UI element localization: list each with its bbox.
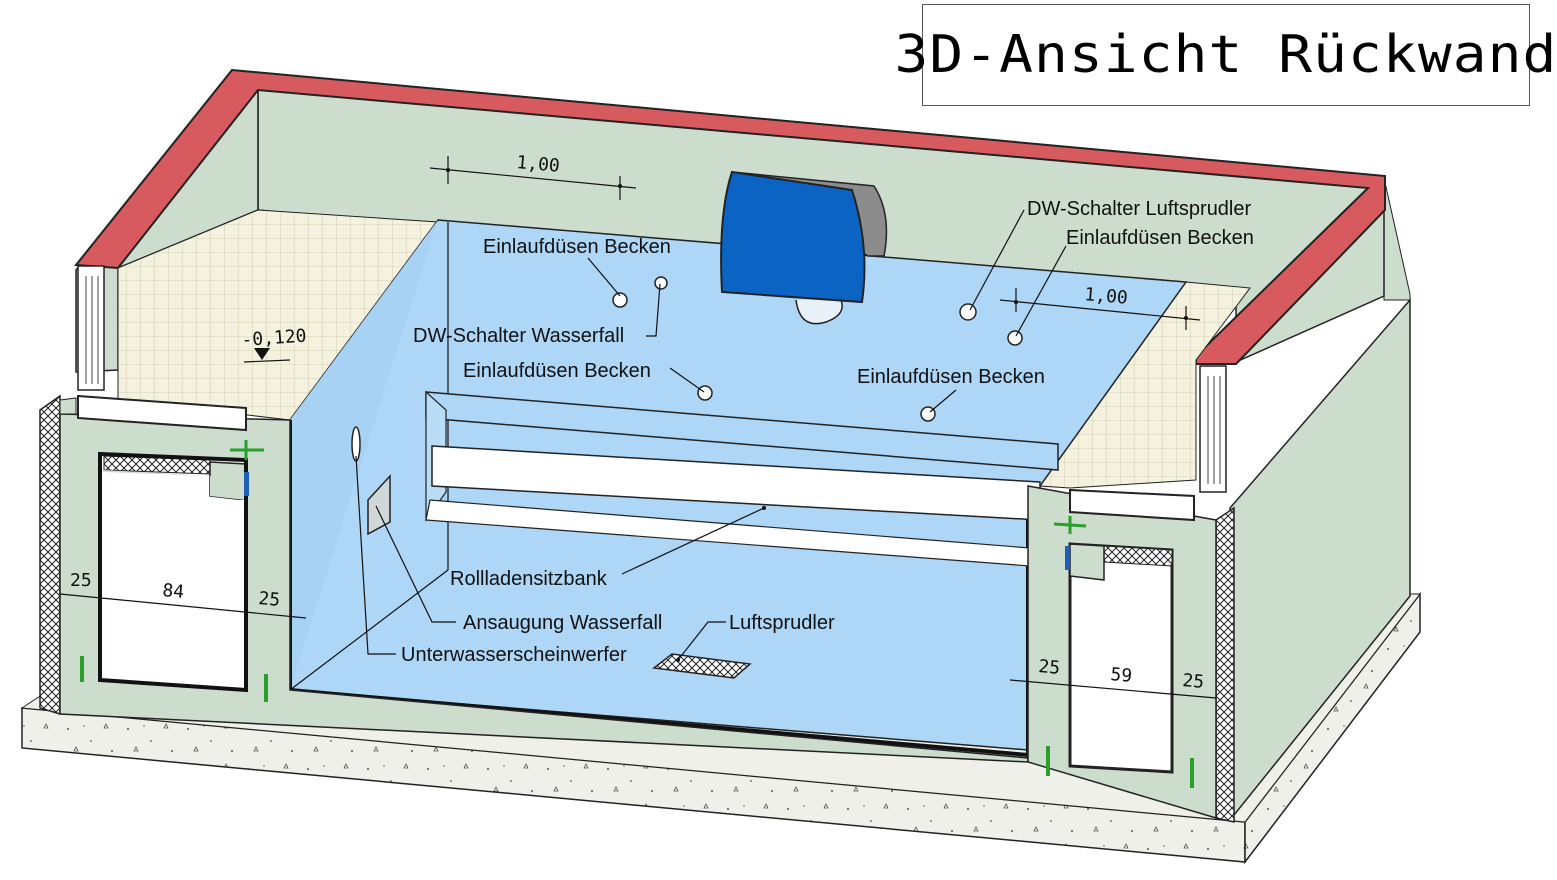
underwater-light-icon xyxy=(351,426,361,462)
dim-right-chamber: 59 xyxy=(1110,664,1133,687)
rollladen-bench xyxy=(425,390,1059,567)
label-dw-schalter-wasserfall: DW-Schalter Wasserfall xyxy=(413,325,624,347)
dim-right-wall-1: 25 xyxy=(1038,656,1061,679)
label-unterwasserscheinwerfer: Unterwasserscheinwerfer xyxy=(401,644,627,666)
right-section-wall xyxy=(1027,485,1235,823)
label-einlaufduesen-1: Einlaufdüsen Becken xyxy=(483,236,671,258)
level-label: -0,120 xyxy=(241,326,307,351)
nozzles xyxy=(612,276,1023,422)
nozzle-icon xyxy=(1007,330,1023,346)
dim-line-left-section xyxy=(59,593,307,619)
suction-grate-icon xyxy=(367,474,391,536)
leader-lines xyxy=(355,209,1067,662)
title-box: 3D-Ansicht Rückwand xyxy=(895,4,1556,106)
dim-left-wall-1: 25 xyxy=(70,570,92,591)
nozzle-icon xyxy=(612,292,628,308)
label-einlaufduesen-2: Einlaufdüsen Becken xyxy=(463,360,651,382)
left-chamber-outline xyxy=(98,451,248,693)
dim-label-top-left: 1,00 xyxy=(516,152,561,177)
level-marker xyxy=(243,348,291,363)
window-left xyxy=(77,265,105,391)
nozzle-icon xyxy=(654,276,668,290)
dim-line-top-left xyxy=(429,156,637,200)
label-einlaufduesen-3: Einlaufdüsen Becken xyxy=(1066,227,1254,249)
label-dw-schalter-luftsprudler: DW-Schalter Luftsprudler xyxy=(1027,198,1252,220)
label-ansaugung-wasserfall: Ansaugung Wasserfall xyxy=(463,612,662,634)
label-rollladensitzbank: Rollladensitzbank xyxy=(450,568,608,590)
dim-label-top-right: 1,00 xyxy=(1084,284,1129,309)
nozzle-icon xyxy=(959,303,977,321)
label-luftsprudler: Luftsprudler xyxy=(729,612,835,634)
waterfall-fixture xyxy=(720,170,888,325)
wall-markers xyxy=(80,440,1194,788)
dim-left-chamber: 84 xyxy=(162,580,185,603)
right-outer-wall xyxy=(1229,177,1411,823)
left-section-wall xyxy=(39,394,1029,763)
dim-line-right-section xyxy=(1009,679,1217,699)
window-right xyxy=(1199,365,1227,493)
dim-left-wall-2: 25 xyxy=(258,588,281,611)
page-title: 3D-Ansicht Rückwand xyxy=(894,25,1557,85)
nozzle-icon xyxy=(697,385,713,401)
dim-right-wall-2: 25 xyxy=(1182,670,1205,693)
dim-line-top-right xyxy=(999,288,1201,330)
label-einlaufduesen-4: Einlaufdüsen Becken xyxy=(857,366,1045,388)
